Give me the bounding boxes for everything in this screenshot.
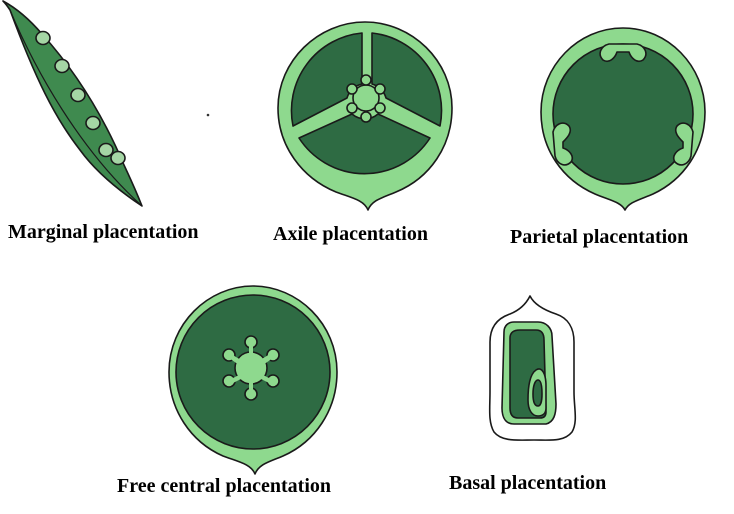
ovule <box>35 30 51 46</box>
ovule <box>98 142 114 158</box>
placenta-left <box>552 122 574 166</box>
marginal-placentation-label: Marginal placentation <box>8 221 199 243</box>
basal-placentation-figure <box>488 295 577 441</box>
placenta-right <box>672 122 694 166</box>
ovule <box>54 58 70 74</box>
free-central-placentation-figure <box>168 285 338 475</box>
parietal-placentation-figure <box>540 27 706 211</box>
parietal-placentation-label: Parietal placentation <box>510 226 689 248</box>
basal-ovule <box>527 368 547 417</box>
ovule-group <box>35 30 126 166</box>
placenta-top <box>599 43 647 63</box>
axile-placentation-figure <box>277 21 453 211</box>
central-axis-placenta <box>346 74 386 123</box>
free-central-placenta <box>222 335 280 401</box>
marginal-placentation-figure <box>2 0 143 207</box>
ovule <box>85 115 101 131</box>
ovule <box>110 150 126 166</box>
axile-placentation-label: Axile placentation <box>273 223 428 245</box>
ovule <box>70 87 86 103</box>
stray-dot <box>206 113 210 117</box>
free-central-placentation-label: Free central placentation <box>117 475 332 497</box>
basal-placentation-label: Basal placentation <box>449 472 607 494</box>
